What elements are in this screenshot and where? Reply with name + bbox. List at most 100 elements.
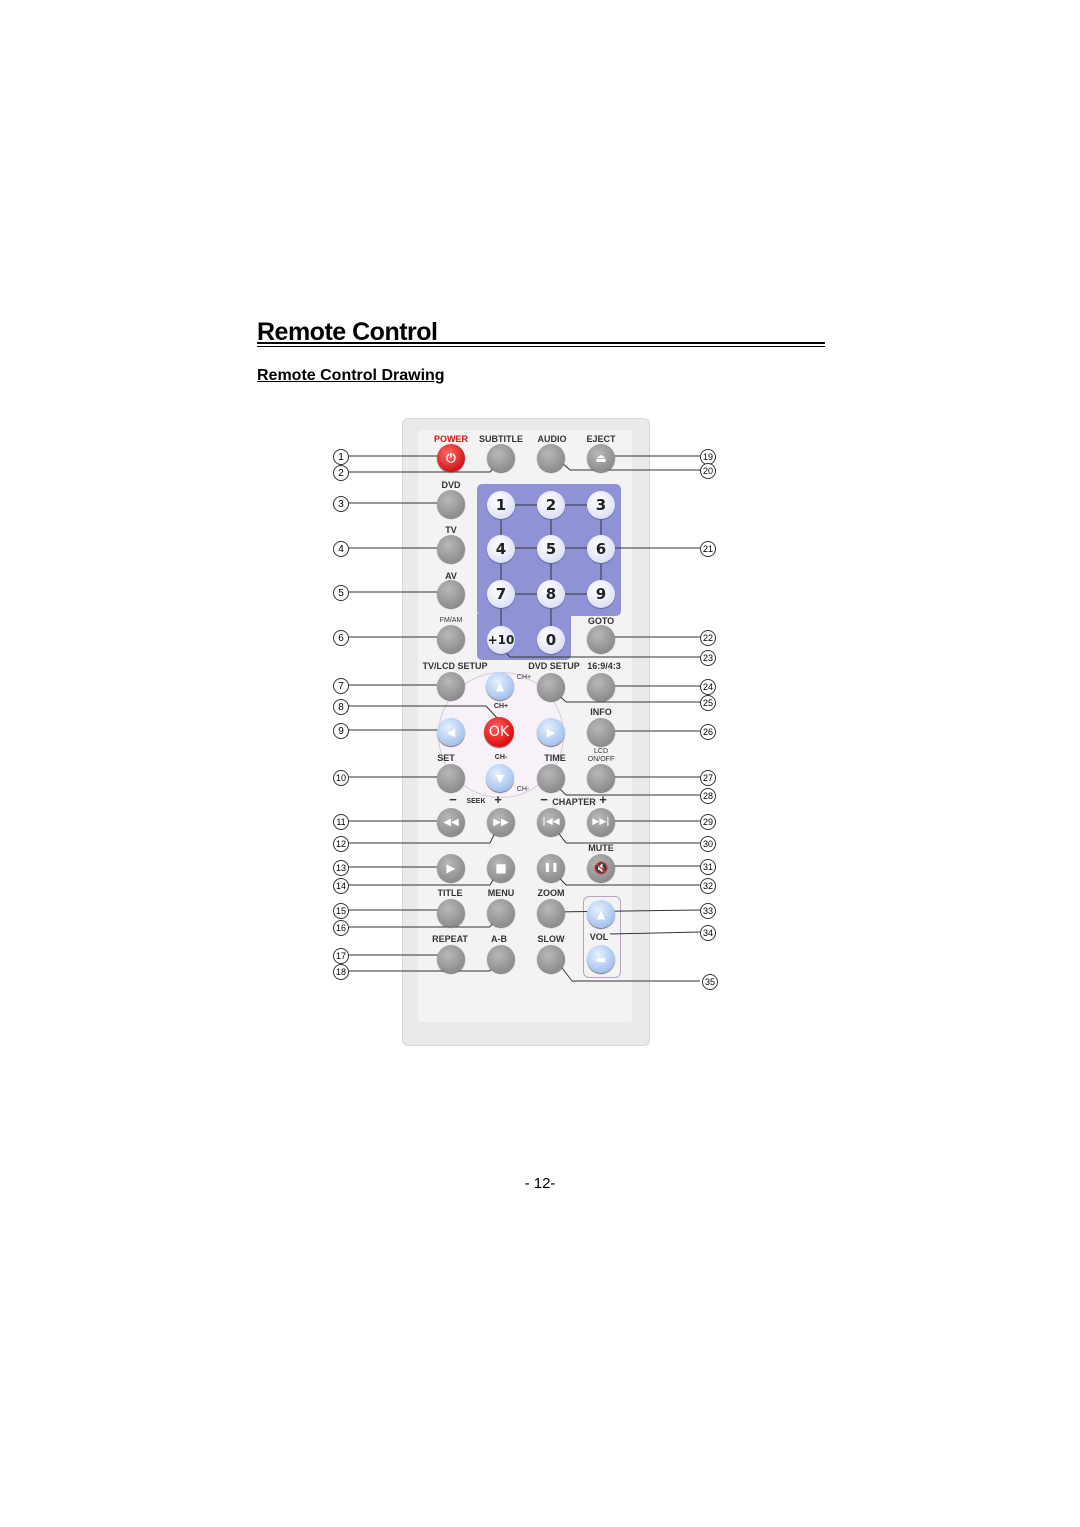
callout-4: 4 — [333, 541, 349, 557]
set-label: SET — [437, 753, 455, 763]
left-button[interactable]: ◀ — [437, 718, 465, 746]
time-label: TIME — [544, 753, 566, 763]
tv-button[interactable] — [437, 535, 465, 563]
right-button[interactable]: ▶ — [537, 718, 565, 746]
callout-35: 35 — [702, 974, 718, 990]
set-button[interactable] — [437, 764, 465, 792]
pause-button[interactable]: ❚❚ — [537, 854, 565, 882]
seek-label: SEEK — [466, 798, 486, 805]
tv-lcd-setup-label: TV/LCD SETUP — [422, 661, 488, 671]
title-rule — [257, 342, 825, 344]
callout-17: 17 — [333, 948, 349, 964]
dvd-button[interactable] — [437, 490, 465, 518]
mute-button[interactable]: 🔇 — [587, 854, 615, 882]
digit-9-button[interactable]: 9 — [587, 580, 615, 608]
title-button[interactable] — [437, 899, 465, 927]
a-b-label: A-B — [491, 934, 507, 944]
audio-button[interactable] — [537, 444, 565, 472]
digit-0-button[interactable]: 0 — [537, 626, 565, 654]
speaker-mute-icon: 🔇 — [593, 861, 609, 875]
stop-icon: ■ — [495, 861, 507, 875]
callout-5: 5 — [333, 585, 349, 601]
next-chapter-button[interactable]: ▶▶| — [587, 808, 615, 836]
eject-icon: ⏏ — [595, 451, 607, 465]
rewind-button[interactable]: ◀◀ — [437, 808, 465, 836]
skip-back-icon: |◀◀ — [542, 817, 560, 827]
repeat-button[interactable] — [437, 945, 465, 973]
info-button[interactable] — [587, 718, 615, 746]
callout-30: 30 — [700, 836, 716, 852]
av-label: AV — [445, 571, 457, 581]
callout-26: 26 — [700, 724, 716, 740]
fast-forward-button[interactable]: ▶▶ — [487, 808, 515, 836]
goto-button[interactable] — [587, 625, 615, 653]
plus-10-button[interactable]: +10 — [487, 626, 515, 654]
stop-button[interactable]: ■ — [487, 854, 515, 882]
callout-8: 8 — [333, 699, 349, 715]
digit-2-button[interactable]: 2 — [537, 491, 565, 519]
slow-button[interactable] — [537, 945, 565, 973]
arrow-right-icon: ▶ — [546, 725, 556, 739]
tv-lcd-setup-button[interactable] — [437, 672, 465, 700]
callout-28: 28 — [700, 788, 716, 804]
title-rule-thin — [257, 346, 825, 347]
ch-plus-label: CH+ — [493, 703, 509, 710]
ch-minus-small-label: CH- — [516, 786, 530, 793]
callout-11: 11 — [333, 814, 349, 830]
callout-27: 27 — [700, 770, 716, 786]
chapter-label: CHAPTER — [552, 797, 596, 807]
digit-3-button[interactable]: 3 — [587, 491, 615, 519]
callout-23: 23 — [700, 650, 716, 666]
ok-button[interactable]: OK — [484, 717, 514, 747]
callout-6: 6 — [333, 630, 349, 646]
eject-button[interactable]: ⏏ — [587, 444, 615, 472]
volume-up-icon: ▲ — [596, 907, 606, 921]
channel-up-button[interactable]: ▲ — [486, 672, 514, 700]
digit-5-button[interactable]: 5 — [537, 535, 565, 563]
digit-1-button[interactable]: 1 — [487, 491, 515, 519]
ch-minus-label: CH- — [494, 754, 508, 761]
callout-7: 7 — [333, 678, 349, 694]
volume-down-button[interactable]: ▬ — [587, 945, 615, 973]
audio-label: AUDIO — [537, 434, 567, 444]
subtitle-label: SUBTITLE — [479, 434, 523, 444]
zoom-label: ZOOM — [537, 888, 565, 898]
digit-6-button[interactable]: 6 — [587, 535, 615, 563]
ch-plus-small-label: CH+ — [516, 674, 532, 681]
callout-31: 31 — [700, 859, 716, 875]
slow-label: SLOW — [537, 934, 565, 944]
dvd-setup-label: DVD SETUP — [528, 661, 580, 671]
menu-button[interactable] — [487, 899, 515, 927]
volume-box — [583, 896, 621, 978]
subtitle-button[interactable] — [487, 444, 515, 472]
power-icon: ⏻ — [446, 450, 456, 465]
callout-9: 9 — [333, 723, 349, 739]
rewind-icon: ◀◀ — [443, 816, 459, 828]
time-button[interactable] — [537, 764, 565, 792]
title-label: TITLE — [437, 888, 463, 898]
callout-34: 34 — [700, 925, 716, 941]
callout-15: 15 — [333, 903, 349, 919]
arrow-left-icon: ◀ — [446, 725, 456, 739]
digit-7-button[interactable]: 7 — [487, 580, 515, 608]
dvd-setup-button[interactable] — [537, 673, 565, 701]
digit-4-button[interactable]: 4 — [487, 535, 515, 563]
skip-forward-icon: ▶▶| — [592, 817, 610, 827]
callout-18: 18 — [333, 964, 349, 980]
av-button[interactable] — [437, 580, 465, 608]
info-label: INFO — [590, 707, 612, 717]
callout-3: 3 — [333, 496, 349, 512]
a-b-button[interactable] — [487, 945, 515, 973]
page-title: Remote Control — [257, 318, 438, 346]
play-button[interactable]: ▶ — [437, 854, 465, 882]
aspect-ratio-button[interactable] — [587, 673, 615, 701]
channel-down-button[interactable]: ▼ — [486, 764, 514, 792]
lcd-on-off-button[interactable] — [587, 764, 615, 792]
previous-chapter-button[interactable]: |◀◀ — [537, 808, 565, 836]
digit-8-button[interactable]: 8 — [537, 580, 565, 608]
fm-am-button[interactable] — [437, 625, 465, 653]
volume-up-button[interactable]: ▲ — [587, 900, 615, 928]
tv-label: TV — [445, 525, 457, 535]
power-button[interactable]: ⏻ — [437, 444, 465, 472]
zoom-button[interactable] — [537, 899, 565, 927]
